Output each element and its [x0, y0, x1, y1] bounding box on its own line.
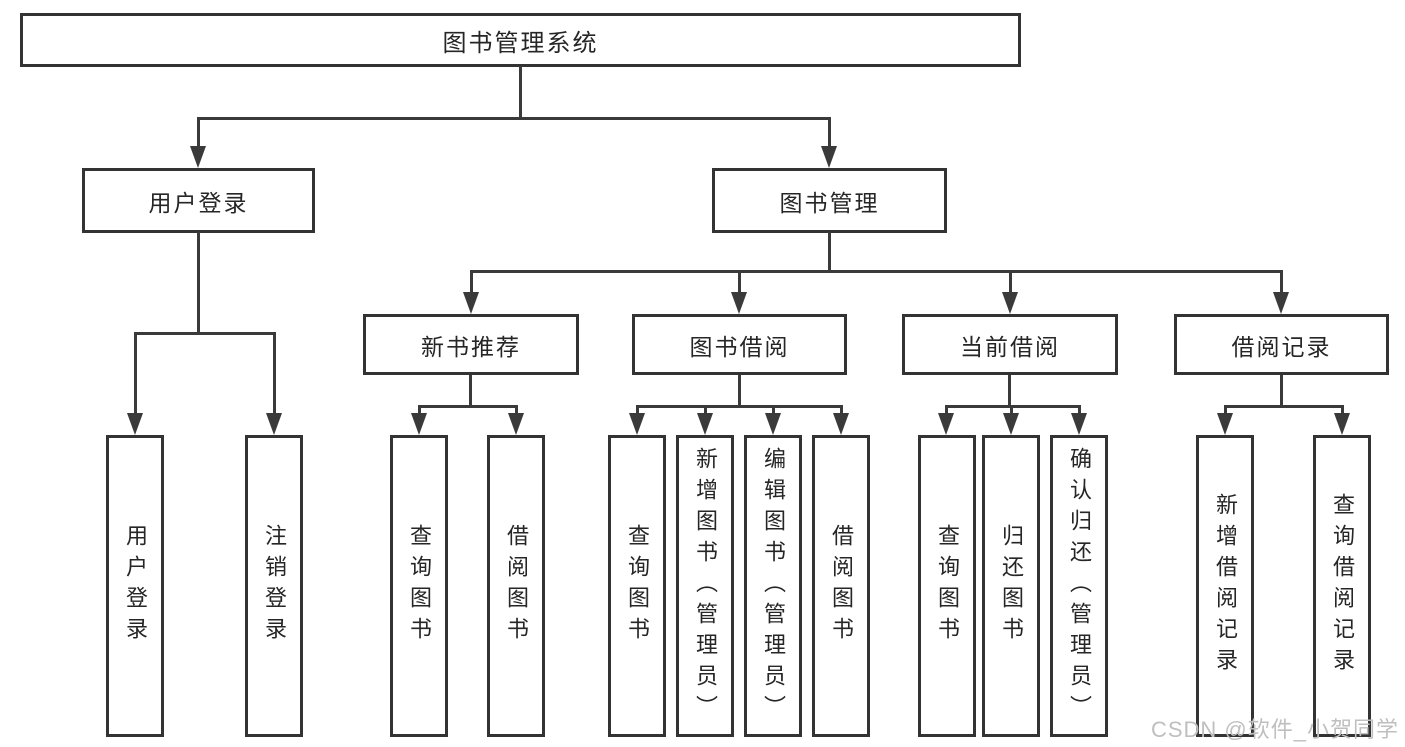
- arrow-down-icon: [127, 413, 143, 435]
- leaf-label: 借阅图书: [829, 524, 854, 648]
- connector-line: [1341, 405, 1344, 415]
- leaf-label: 新增借阅记录: [1213, 493, 1238, 679]
- node-new-books: 新书推荐: [363, 314, 579, 375]
- arrow-down-icon: [1273, 292, 1289, 314]
- connector-line: [470, 270, 1283, 273]
- arrow-down-icon: [765, 413, 781, 435]
- connector-line: [1224, 405, 1227, 415]
- connector-line: [134, 332, 137, 414]
- connector-line: [134, 332, 276, 335]
- leaf-label: 确认归还（管理员）: [1067, 446, 1092, 726]
- leaf-borrow-records-1: 新增借阅记录: [1196, 435, 1254, 737]
- connector-line: [1010, 405, 1013, 415]
- connector-line: [945, 405, 1081, 408]
- arrow-down-icon: [629, 413, 645, 435]
- connector-line: [704, 405, 707, 415]
- leaf-label: 注销登录: [262, 524, 287, 648]
- leaf-label: 用户登录: [123, 524, 148, 648]
- connector-line: [636, 405, 843, 408]
- node-label: 当前借阅: [960, 333, 1060, 360]
- connector-line: [738, 270, 741, 294]
- connector-line: [945, 405, 948, 415]
- arrow-down-icon: [190, 146, 206, 168]
- arrow-down-icon: [463, 292, 479, 314]
- leaf-label: 归还图书: [999, 524, 1024, 648]
- connector-line: [828, 232, 831, 273]
- connector-line: [738, 375, 741, 407]
- leaf-book-borrow-4: 借阅图书: [812, 435, 870, 737]
- connector-line: [1008, 375, 1011, 407]
- arrow-down-icon: [1071, 413, 1087, 435]
- node-user-login: 用户登录: [82, 168, 315, 233]
- connector-line: [840, 405, 843, 415]
- node-label: 图书管理系统: [442, 29, 599, 57]
- arrow-down-icon: [411, 413, 427, 435]
- arrow-down-icon: [821, 146, 837, 168]
- leaf-book-borrow-1: 查询图书: [608, 435, 666, 737]
- arrow-down-icon: [938, 413, 954, 435]
- node-label: 用户登录: [148, 189, 249, 216]
- connector-line: [1078, 405, 1081, 415]
- connector-line: [1280, 375, 1283, 407]
- connector-line: [197, 232, 200, 335]
- connector-line: [828, 117, 831, 148]
- connector-line: [772, 405, 775, 415]
- arrow-down-icon: [508, 413, 524, 435]
- watermark: CSDN @软件_小贺同学: [1150, 717, 1399, 742]
- arrow-down-icon: [1003, 413, 1019, 435]
- connector-line: [197, 117, 200, 148]
- leaf-new-books-2: 借阅图书: [487, 435, 545, 737]
- connector-line: [519, 66, 522, 119]
- arrow-down-icon: [697, 413, 713, 435]
- node-label: 图书借阅: [689, 333, 790, 360]
- connector-line: [273, 332, 276, 414]
- connector-line: [636, 405, 639, 415]
- connector-line: [515, 405, 518, 415]
- connector-line: [1009, 270, 1012, 294]
- leaf-label: 查询图书: [625, 524, 650, 648]
- leaf-book-borrow-3: 编辑图书（管理员）: [744, 435, 802, 737]
- node-root: 图书管理系统: [20, 13, 1021, 67]
- node-book-management: 图书管理: [712, 168, 947, 233]
- arrow-down-icon: [1334, 413, 1350, 435]
- leaf-label: 借阅图书: [504, 524, 529, 648]
- connector-line: [469, 375, 472, 407]
- node-label: 新书推荐: [421, 333, 521, 360]
- leaf-label: 查询图书: [935, 524, 960, 648]
- leaf-new-books-1: 查询图书: [390, 435, 448, 737]
- leaf-current-borrow-3: 确认归还（管理员）: [1050, 435, 1108, 737]
- leaf-user-login-2: 注销登录: [245, 435, 303, 737]
- connector-line: [1280, 270, 1283, 294]
- node-label: 借阅记录: [1231, 333, 1332, 360]
- node-book-borrow: 图书借阅: [632, 314, 847, 375]
- leaf-label: 查询借阅记录: [1330, 493, 1355, 679]
- node-label: 图书管理: [779, 189, 880, 216]
- arrow-down-icon: [266, 413, 282, 435]
- connector-line: [470, 270, 473, 294]
- arrow-down-icon: [833, 413, 849, 435]
- leaf-label: 编辑图书（管理员）: [761, 446, 786, 726]
- node-borrow-records: 借阅记录: [1174, 314, 1389, 375]
- connector-line: [197, 117, 831, 120]
- arrow-down-icon: [731, 292, 747, 314]
- node-current-borrow: 当前借阅: [902, 314, 1118, 375]
- connector-line: [418, 405, 518, 408]
- arrow-down-icon: [1217, 413, 1233, 435]
- connector-line: [1224, 405, 1343, 408]
- arrow-down-icon: [1002, 292, 1018, 314]
- leaf-borrow-records-2: 查询借阅记录: [1313, 435, 1371, 737]
- leaf-label: 新增图书（管理员）: [693, 446, 718, 726]
- leaf-current-borrow-2: 归还图书: [982, 435, 1040, 737]
- leaf-current-borrow-1: 查询图书: [918, 435, 976, 737]
- leaf-label: 查询图书: [407, 524, 432, 648]
- leaf-user-login-1: 用户登录: [106, 435, 164, 737]
- leaf-book-borrow-2: 新增图书（管理员）: [676, 435, 734, 737]
- connector-line: [418, 405, 421, 415]
